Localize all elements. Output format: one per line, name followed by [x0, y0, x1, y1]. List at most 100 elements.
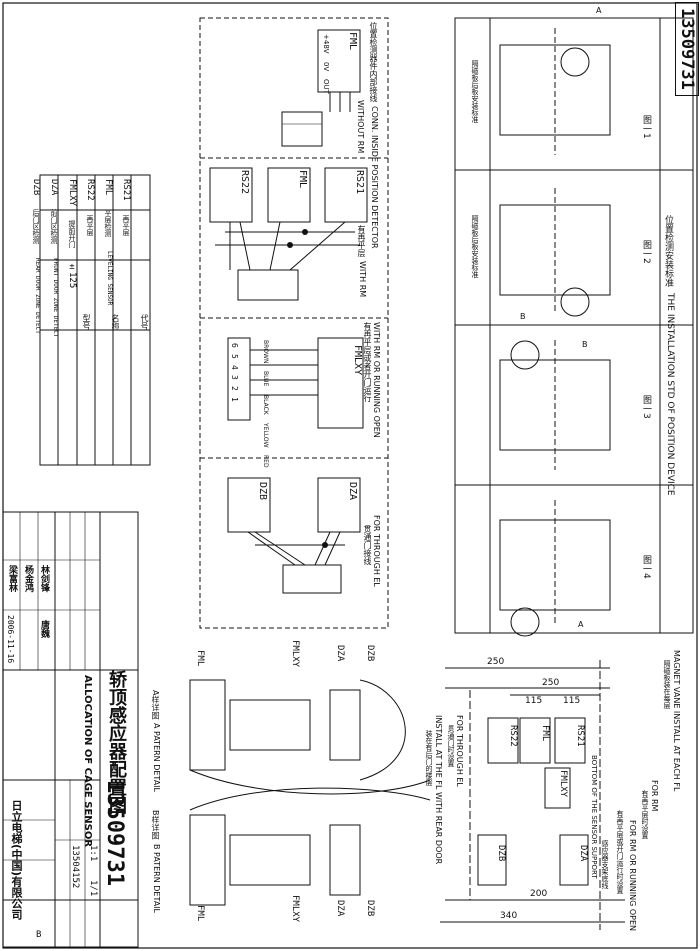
row-code: RS21 [121, 179, 131, 201]
table-header-col: 代号 名称 型号 [82, 175, 150, 465]
row-note: LEVELING SENSOR [106, 251, 113, 306]
designer-name: 林剑锋 [39, 565, 49, 592]
detail-a-dzb: DZB [365, 645, 375, 662]
detail-a-dza: DZA [335, 645, 345, 662]
label-for-rm: FOR RM [650, 780, 659, 811]
wiring-label-1-en: CONN. INSIDE POSITION DETECTOR [370, 106, 379, 249]
row-note: REAR DOOR ZONE DETECT [34, 258, 41, 335]
pin: 5 [230, 353, 239, 359]
table-row: RS21 再平层 [113, 175, 131, 465]
detail-a-en: A PATERN DETAIL [152, 723, 161, 793]
detail-b-en: B PATERN DETAIL [152, 843, 161, 913]
detail-a-fmlxy: FMLXY [290, 640, 300, 668]
dim-250-b: 250 [542, 678, 560, 688]
install-std-cn: 位置检测安装标准 [663, 215, 673, 287]
table-row: DZB 后门区检测 REAR DOOR ZONE DETECT [23, 175, 41, 465]
wiring-sensor-dzb: DZB [257, 482, 268, 501]
standardizer-name: 唐魏 [39, 620, 49, 638]
company-name: 日立电梯(中国)有限公司 [10, 800, 23, 921]
header-code: 代号 [140, 314, 149, 330]
wiring-section-2 [209, 167, 368, 301]
dim-200: 200 [530, 889, 548, 899]
plan-sensor-dza: DZA [578, 845, 588, 862]
dim-340: 340 [500, 911, 518, 921]
title-block [2, 511, 139, 948]
wiring-label-3-cn: 有再平层或者开门运行 [363, 322, 372, 402]
label-for-rm-open: FOR RM OR RUNNING OPEN [628, 820, 637, 932]
label-magnet-vane-en: MAGNET VANE INSTALL AT EACH FL [672, 650, 681, 792]
sheet-value: 1/1 [88, 880, 98, 897]
drawing-date: 2006-11-16 [6, 615, 15, 664]
label-for-through: FOR THROUGH EL [455, 715, 464, 787]
wire-red: RED [262, 455, 269, 468]
label-magnet-vane: MAGNET VANE INSTALL AT EACH FL [672, 650, 681, 791]
table-row: RS22 再平层 [77, 175, 95, 465]
scale-value: 1:1 [88, 845, 98, 862]
detail-b-fml: FML [195, 905, 205, 922]
label-sensor-support-cn: 感应器支架底线 [601, 840, 609, 889]
pin: 1 [230, 397, 239, 402]
row-name: 前门区检测 [50, 209, 58, 245]
wiring-section-3 [227, 337, 364, 429]
wiring-sub-1: WITHOUT RM [356, 100, 365, 154]
pin: 4 [230, 364, 239, 370]
row-name: 再平层 [86, 214, 94, 236]
revision-mark: B [36, 930, 42, 940]
checker-name: 杨金鸿 [23, 565, 33, 592]
pin: 2 [230, 386, 239, 392]
wiring-frame [199, 17, 389, 629]
install-fig-4: 图一4 [641, 555, 651, 579]
sensor-table: 代号 名称 型号 RS21 再平层 FML 平层检测 LEVELING SENS… [31, 175, 150, 465]
row-note: ±125 [67, 262, 77, 289]
label-for-rm-en: FOR RM [650, 780, 659, 812]
drawing-title-cn: 轿顶感应器配置图 [106, 670, 127, 814]
label-for-rm-open-cn: 有再平层或开门运行时设置 [616, 810, 624, 894]
install-note-1: 隔磁板后板安装标准 [471, 60, 479, 123]
detail-a-label: A样详图 A PATERN DETAIL [150, 690, 161, 792]
row-code: DZB [31, 179, 41, 196]
wiring-section-4 [227, 477, 361, 594]
pin: 6 [230, 343, 239, 348]
row-name: 提前开门 [68, 220, 76, 249]
dim-250-a: 250 [487, 657, 505, 667]
signal-0v: 0V [322, 61, 330, 71]
wire-black: BLACK [262, 394, 269, 415]
install-std-frame [454, 17, 694, 634]
wire-brown: BROWN [262, 340, 269, 364]
detail-b-fmlxy: FMLXY [290, 895, 300, 923]
detail-a-fml: FML [195, 650, 205, 667]
wiring-section-1 [281, 29, 361, 147]
row-code: DZA [49, 179, 59, 196]
table-row: FMLXY 提前开门 ±125 [59, 175, 77, 465]
row-code: RS22 [85, 179, 95, 201]
wiring-sensor-fmlxy: FMLXY [352, 345, 363, 376]
install-std-title: 位置检测安装标准 THE INSTALLATION STD OF POSITIO… [662, 215, 675, 496]
detail-b-label: B样详图 B PATERN DETAIL [150, 810, 161, 913]
install-figures [499, 28, 611, 637]
wiring-label-2-cn: 有再平层 [357, 225, 366, 257]
wire-color-labels: BROWN BLUE BLACK YELLOW RED [262, 340, 269, 468]
wiring-label-2: 有再平层 WITH RM [356, 225, 367, 297]
install-std-en: THE INSTALLATION STD OF POSITION DEVICE [665, 293, 675, 496]
wiring-label-2-en: WITH RM [358, 261, 367, 298]
row-name: 平层检测 [104, 209, 112, 238]
plan-sensor-fml: FML [540, 725, 550, 742]
row-code: FML [103, 179, 113, 196]
signal-out: OUT [322, 78, 330, 94]
header-model: 型号 [82, 314, 91, 330]
wiring-sensor-fml-2: FML [297, 170, 308, 189]
detail-a-cn: A样详图 [151, 690, 160, 720]
drawing-title-en: ALLOCATION OF CAGE SENSOR [82, 675, 93, 848]
terminal-pins: 6 5 4 3 2 1 [230, 343, 239, 402]
plan-layout [440, 660, 625, 930]
header-name: 名称 [111, 314, 120, 330]
detail-b-dzb: DZB [365, 900, 375, 917]
detail-b-cn: B样详图 [151, 810, 160, 840]
approver-name: 梁富林 [7, 565, 17, 592]
drawing-number-bottom: 13509731 [102, 780, 127, 886]
install-note-2: 隔磁板后板安装标准 [471, 215, 479, 278]
signal-48v: +48V [322, 34, 330, 54]
